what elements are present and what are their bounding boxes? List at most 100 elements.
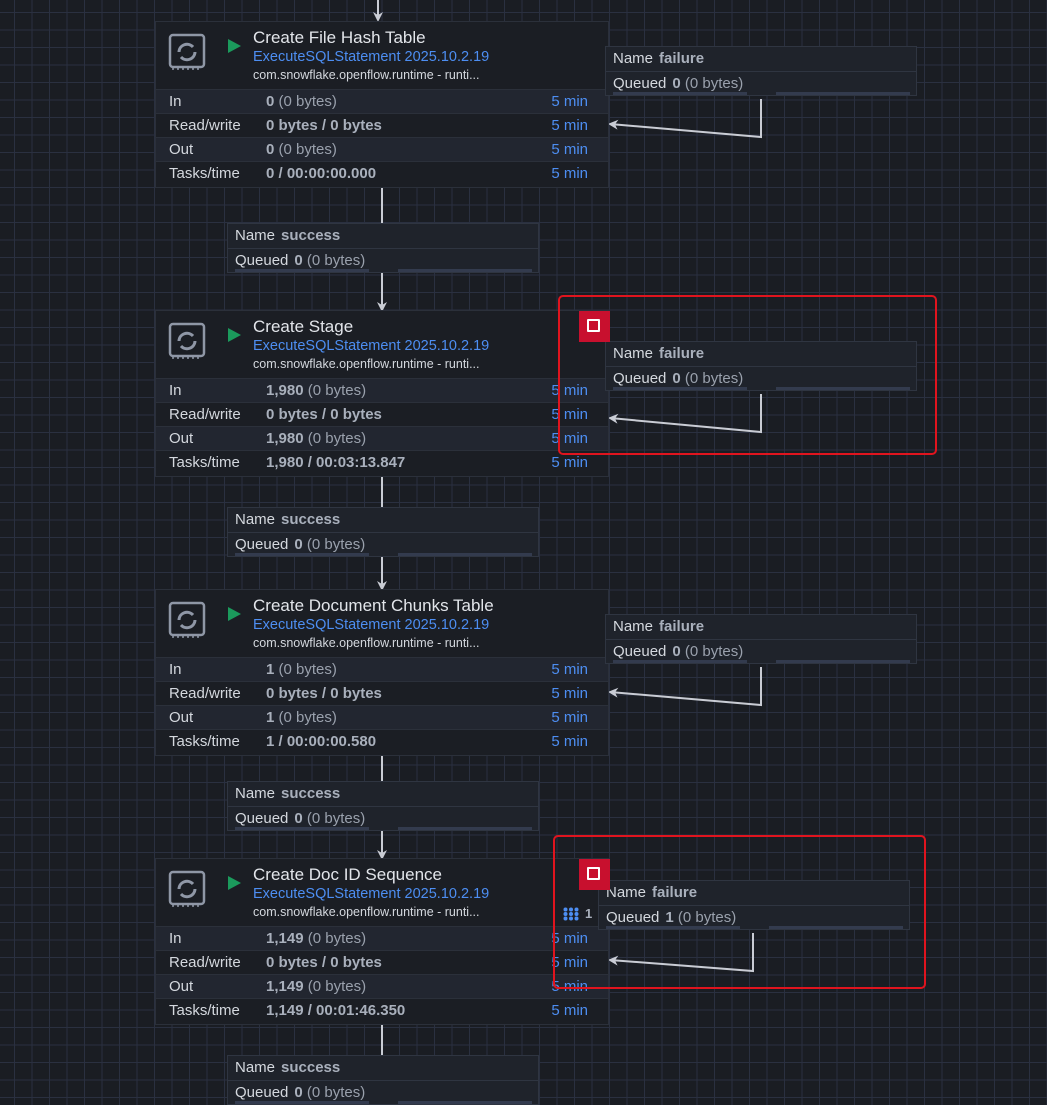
conn-name-value: success	[281, 1059, 341, 1076]
stat-value: 1 / 00:00:00.580	[266, 733, 377, 750]
highlight-annotation	[558, 295, 937, 455]
stat-value: 0 bytes / 0 bytes	[266, 954, 382, 971]
conn-name-label: Name	[613, 50, 654, 67]
queue-count-bar	[235, 1101, 369, 1104]
processor-create-stage[interactable]: Create Stage ExecuteSQLStatement 2025.10…	[155, 310, 609, 477]
processor-create-file-hash-table[interactable]: Create File Hash Table ExecuteSQLStateme…	[155, 21, 609, 188]
stat-value: 1,149 / 00:01:46.350	[266, 1002, 406, 1019]
active-threads-icon	[563, 907, 579, 921]
conn-queued-size: (0 bytes)	[684, 643, 744, 660]
bulletin-indicator[interactable]	[579, 859, 610, 890]
stat-label: Tasks/time	[169, 454, 240, 471]
edge-failure-3[interactable]	[608, 667, 762, 707]
queue-count-bar	[235, 269, 369, 272]
conn-queued-size: (0 bytes)	[306, 810, 366, 827]
stat-window: 5 min	[551, 430, 588, 447]
conn-queued-size: (0 bytes)	[306, 1084, 366, 1101]
processor-type[interactable]: ExecuteSQLStatement 2025.10.2.19	[253, 338, 490, 354]
edge-failure-2[interactable]	[608, 394, 762, 434]
stat-window: 5 min	[551, 1002, 588, 1019]
edge-failure-4[interactable]	[608, 933, 754, 973]
queue-count-bar	[606, 926, 740, 929]
processor-icon	[168, 33, 206, 70]
stat-value: 1,149 (0 bytes)	[266, 930, 367, 947]
stat-value: 1,980 (0 bytes)	[266, 382, 367, 399]
stat-window: 5 min	[551, 661, 588, 678]
stat-value: 0 / 00:00:00.000	[266, 165, 377, 182]
stat-window: 5 min	[551, 454, 588, 471]
stat-label: Out	[169, 978, 194, 995]
stat-value: 0 (0 bytes)	[266, 141, 337, 158]
stat-label: Out	[169, 709, 194, 726]
stat-label: Read/write	[169, 117, 241, 134]
conn-name-label: Name	[235, 511, 276, 528]
processor-create-doc-id-sequence[interactable]: Create Doc ID Sequence ExecuteSQLStateme…	[155, 858, 609, 1025]
running-status-icon	[228, 39, 241, 53]
stat-value: 0 (0 bytes)	[266, 93, 337, 110]
stat-label: Read/write	[169, 685, 241, 702]
processor-type[interactable]: ExecuteSQLStatement 2025.10.2.19	[253, 886, 490, 902]
conn-queued-label: Queued	[235, 252, 289, 269]
queue-count-bar	[613, 92, 747, 95]
queue-size-bar	[398, 827, 532, 830]
conn-queued-count: 1	[665, 909, 674, 926]
stat-label: Read/write	[169, 406, 241, 423]
conn-name-label: Name	[235, 227, 276, 244]
running-status-icon	[228, 607, 241, 621]
stat-value: 1,980 / 00:03:13.847	[266, 454, 406, 471]
running-status-icon	[228, 876, 241, 890]
conn-name-value: failure	[659, 618, 705, 635]
stat-label: In	[169, 382, 182, 399]
processor-type[interactable]: ExecuteSQLStatement 2025.10.2.19	[253, 617, 490, 633]
processor-icon	[168, 870, 206, 907]
processor-type[interactable]: ExecuteSQLStatement 2025.10.2.19	[253, 49, 490, 65]
conn-queued-count: 0	[294, 252, 303, 269]
edge-failure-1[interactable]	[608, 99, 762, 139]
processor-create-document-chunks-table[interactable]: Create Document Chunks Table ExecuteSQLS…	[155, 589, 609, 756]
processor-bundle: com.snowflake.openflow.runtime - runti..…	[253, 905, 480, 919]
conn-queued-size: (0 bytes)	[306, 536, 366, 553]
stat-label: Tasks/time	[169, 733, 240, 750]
stat-row-in: In 1,980 (0 bytes) 5 min	[156, 378, 608, 402]
conn-name-value: success	[281, 511, 341, 528]
conn-queued-label: Queued	[613, 643, 667, 660]
queue-count-bar	[613, 660, 747, 663]
processor-icon	[168, 601, 206, 638]
stat-window: 5 min	[551, 709, 588, 726]
queue-count-bar	[235, 827, 369, 830]
processor-bundle: com.snowflake.openflow.runtime - runti..…	[253, 68, 480, 82]
stat-value: 1,980 (0 bytes)	[266, 430, 367, 447]
queue-size-bar	[776, 660, 910, 663]
bulletin-indicator[interactable]	[579, 311, 610, 342]
stat-window: 5 min	[551, 930, 588, 947]
stat-label: In	[169, 93, 182, 110]
bulletin-icon	[587, 319, 600, 332]
queue-size-bar	[398, 1101, 532, 1104]
conn-queued-size: (0 bytes)	[677, 909, 737, 926]
stat-row-tasks-time: Tasks/time 1,980 / 00:03:13.847 5 min	[156, 450, 608, 474]
conn-queued-label: Queued	[235, 810, 289, 827]
stat-window: 5 min	[551, 382, 588, 399]
conn-name-value: failure	[659, 50, 705, 67]
processor-name: Create Stage	[253, 317, 354, 336]
queue-size-bar	[398, 269, 532, 272]
conn-queued-label: Queued	[613, 370, 667, 387]
conn-queued-count: 0	[294, 1084, 303, 1101]
stat-label: Read/write	[169, 954, 241, 971]
